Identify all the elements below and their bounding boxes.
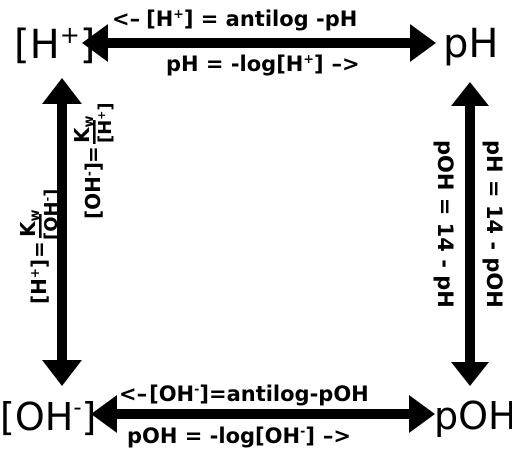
right-inner-equation: pOH = 14 - pH [433, 140, 457, 308]
right-arrow-shaft [465, 102, 475, 366]
right-outer-text: pH = 14 - pOH [482, 140, 506, 308]
left-inner-fraction-bar [93, 120, 96, 144]
top-lower-equation: pH = -log[H+]–> [166, 51, 360, 76]
corner-ph: pH [443, 21, 498, 67]
left-outer-equals: = [27, 241, 51, 258]
corner-h-concentration: [H+] [14, 21, 95, 68]
left-inner-lhs: [OH-] [81, 162, 105, 219]
bottom-lower-equation: pOH = -log[OH-]–> [127, 423, 351, 448]
bottom-arrow-right-head [409, 395, 435, 433]
left-outer-denominator: [OH-] [41, 189, 62, 240]
left-outer-numerator: Kw [16, 209, 43, 237]
left-inner-numerator: Kw [70, 115, 97, 143]
corner-oh-concentration: [OH-] [0, 395, 96, 439]
left-inner-denominator: [H+] [95, 102, 116, 143]
left-inner-equals: = [81, 146, 105, 163]
right-outer-equation: pH = 14 - pOH [482, 140, 506, 308]
right-arrow-top-head [451, 82, 489, 106]
left-inner-equation: [OH-] = Kw [H+] [70, 102, 116, 219]
top-upper-equation: <–[H+] = antilog -pH [112, 6, 357, 31]
left-double-arrow [42, 78, 82, 386]
bottom-arrow-left-head [91, 395, 117, 433]
bottom-double-arrow [91, 395, 435, 433]
top-arrow-shaft [100, 38, 418, 48]
top-arrow-left-head [82, 24, 108, 62]
left-outer-equation: [H+] = Kw [OH-] [16, 189, 62, 304]
right-double-arrow [451, 82, 489, 386]
left-arrow-top-head [42, 78, 82, 104]
left-outer-fraction-bar [39, 214, 42, 238]
bottom-arrow-shaft [108, 409, 418, 419]
top-double-arrow [82, 24, 436, 62]
bottom-upper-equation: <–[OH-]=antilog-pOH [119, 381, 369, 406]
left-arrow-shaft [57, 100, 67, 368]
left-outer-lhs: [H+] [27, 259, 51, 304]
top-arrow-right-head [410, 24, 436, 62]
corner-poh: pOH [434, 394, 512, 438]
right-arrow-bottom-head [451, 362, 489, 386]
left-arrow-bottom-head [42, 360, 82, 386]
right-inner-text: pOH = 14 - pH [433, 140, 457, 308]
